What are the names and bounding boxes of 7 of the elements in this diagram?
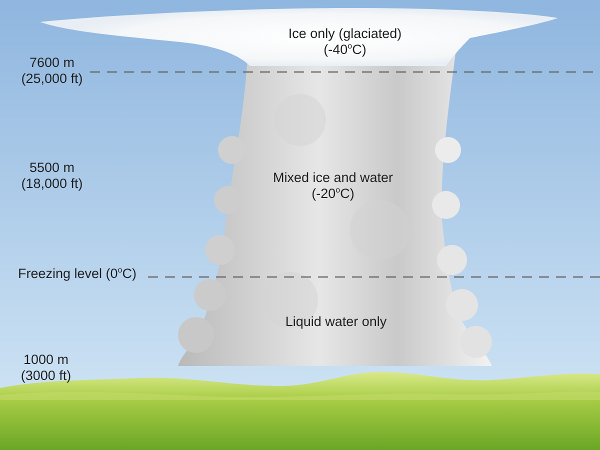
zone-label: Ice only (glaciated) (-40$^{o}$C)	[287, 26, 403, 58]
zone-label: Mixed ice and water (-20$^{o}$C)	[272, 170, 394, 202]
level-label: Freezing level (0$^{o}$C)	[18, 266, 136, 282]
zone-label: Liquid water only	[284, 314, 388, 330]
altitude-label: 5500 m (18,000 ft)	[20, 160, 84, 192]
altitude-label: 1000 m (3000 ft)	[20, 352, 72, 384]
altitude-label: 7600 m (25,000 ft)	[20, 55, 84, 87]
